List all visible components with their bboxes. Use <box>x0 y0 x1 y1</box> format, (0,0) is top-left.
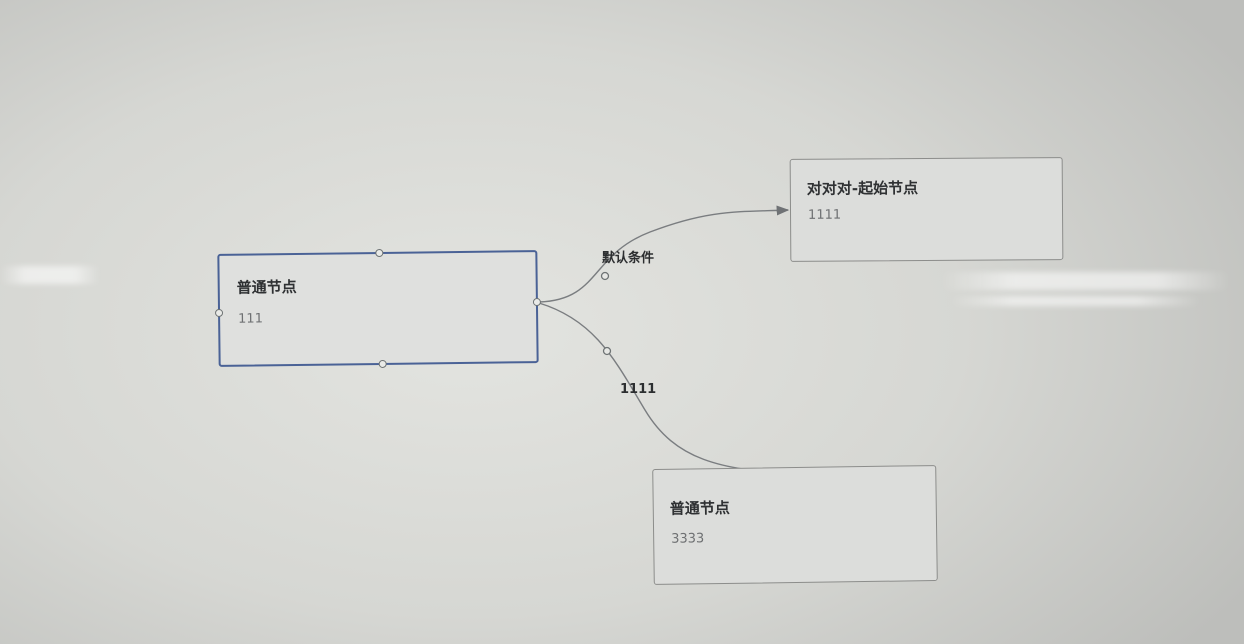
node-description: 1111 <box>807 207 842 223</box>
edge-midpoint-handle[interactable] <box>600 271 610 281</box>
edge-midpoint-handle[interactable] <box>602 346 612 356</box>
node-normal-target[interactable]: 普通节点 3333 <box>652 465 938 585</box>
node-title: 普通节点 <box>236 277 297 297</box>
edge-1111[interactable] <box>538 302 799 479</box>
edge-default-condition[interactable] <box>538 205 790 303</box>
anchor-bottom[interactable] <box>378 359 387 368</box>
anchor-right[interactable] <box>532 298 541 307</box>
edge-label-1111[interactable]: 1111 <box>620 382 657 397</box>
edge-label-default-condition[interactable]: 默认条件 <box>602 251 655 266</box>
anchor-left[interactable] <box>214 308 224 317</box>
node-normal-source[interactable]: 普通节点 111 <box>214 248 541 368</box>
node-description: 111 <box>238 311 264 327</box>
anchor-top[interactable] <box>375 248 384 258</box>
node-start-target[interactable]: 对对对-起始节点 1111 <box>789 157 1064 262</box>
node-title: 对对对-起始节点 <box>806 179 919 198</box>
node-description: 3333 <box>671 531 705 547</box>
node-title: 普通节点 <box>669 498 730 518</box>
